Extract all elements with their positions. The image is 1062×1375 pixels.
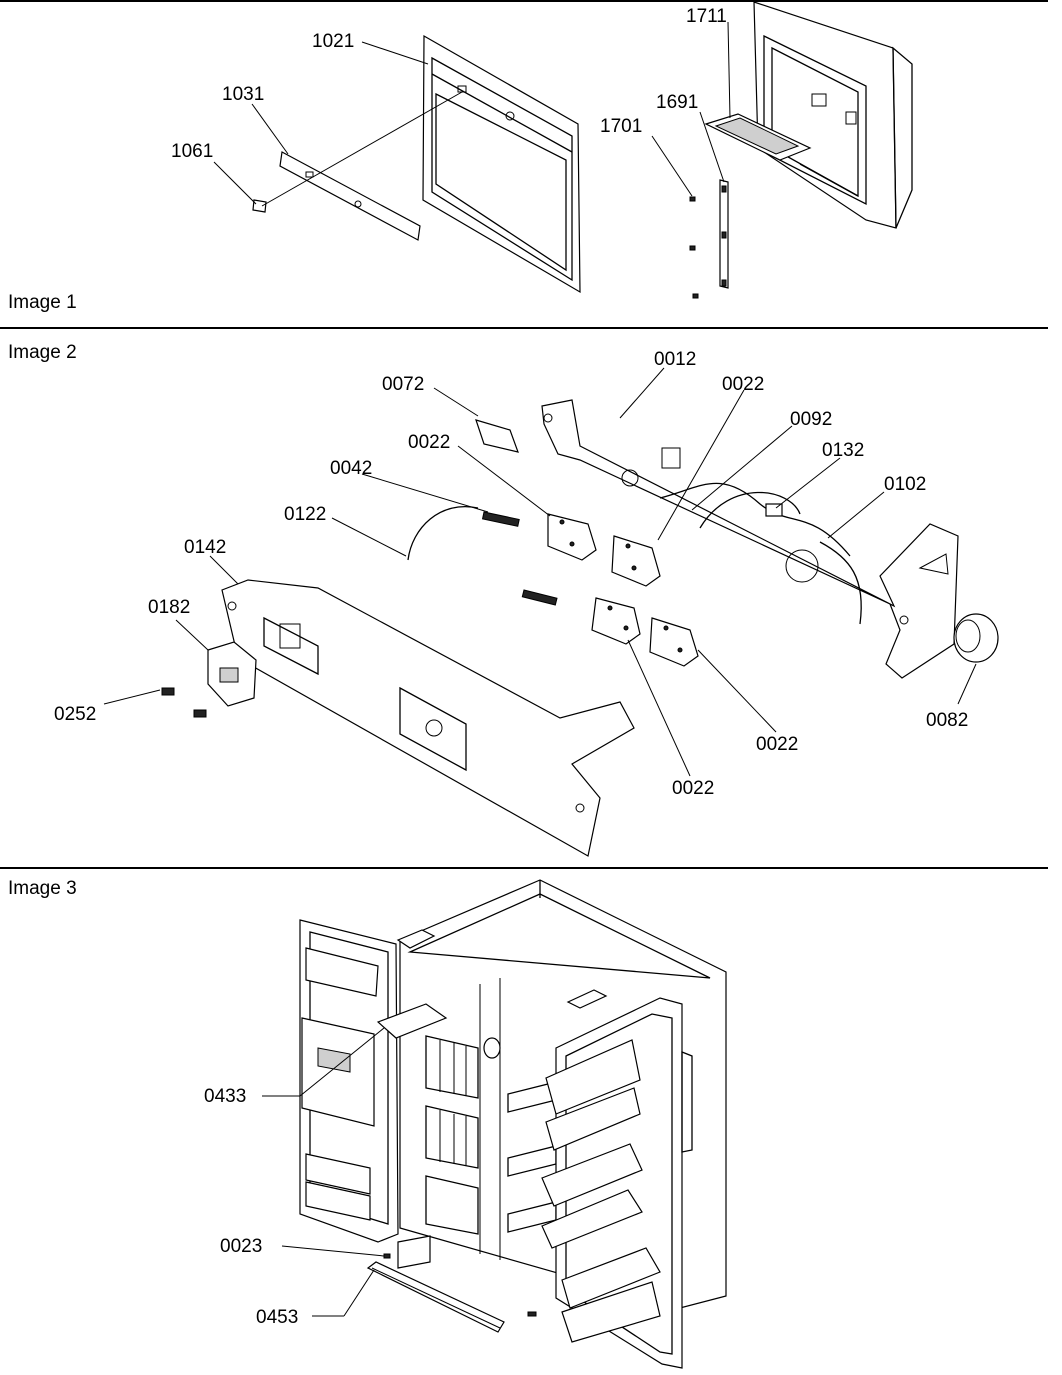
callout-0102: 0102 xyxy=(884,474,926,495)
dispenser-frame-1021 xyxy=(422,34,581,294)
wire-0122 xyxy=(407,506,479,561)
grommet-0082 xyxy=(953,613,999,663)
panel-title-image-3: Image 3 xyxy=(8,878,77,899)
switch-0182 xyxy=(207,641,257,707)
screws-0252 xyxy=(161,687,207,718)
callout-0092: 0092 xyxy=(790,409,832,430)
callout-0012: 0012 xyxy=(654,349,696,370)
callout-0122: 0122 xyxy=(284,504,326,525)
wire-harness-0092 xyxy=(659,482,851,557)
plug-0072 xyxy=(475,419,519,453)
callout-0453: 0453 xyxy=(256,1307,298,1328)
screws-1701 xyxy=(689,196,699,299)
fresh-food-door xyxy=(541,997,693,1369)
bracket-0023 xyxy=(383,1235,431,1269)
callout-0252: 0252 xyxy=(54,704,96,725)
image-3-drawing: 0433 0023 0453 xyxy=(204,879,727,1369)
callout-0142: 0142 xyxy=(184,537,226,558)
callout-1701: 1701 xyxy=(600,116,642,137)
callout-0022-b: 0022 xyxy=(408,432,450,453)
callout-1031: 1031 xyxy=(222,84,264,105)
image-2-drawing: 0072 0012 0022 0022 0092 0132 0042 0102 … xyxy=(54,349,999,857)
callout-0182: 0182 xyxy=(148,597,190,618)
image-1-drawing: 1021 1031 1061 1711 1691 1701 xyxy=(171,1,913,299)
micro-switch-lower-left xyxy=(591,597,641,645)
divider-2 xyxy=(0,867,1048,869)
top-border xyxy=(0,0,1048,2)
screw-0042 xyxy=(481,511,520,527)
callout-0072: 0072 xyxy=(382,374,424,395)
callout-1021: 1021 xyxy=(312,31,354,52)
callout-0023: 0023 xyxy=(220,1236,262,1257)
callout-0022-a: 0022 xyxy=(722,374,764,395)
micro-switch-upper-left xyxy=(547,513,597,561)
screw-lower xyxy=(521,589,558,606)
micro-switch-upper-right xyxy=(611,535,661,587)
callout-1061: 1061 xyxy=(171,141,213,162)
callout-0132: 0132 xyxy=(822,440,864,461)
micro-switch-lower-right xyxy=(649,617,699,667)
kick-plate-0453 xyxy=(366,1261,537,1333)
trim-strip-1031 xyxy=(279,151,421,241)
callout-0022-c: 0022 xyxy=(756,734,798,755)
callout-0042: 0042 xyxy=(330,458,372,479)
panel-title-image-1: Image 1 xyxy=(8,292,77,313)
drip-tray-1711 xyxy=(704,113,812,161)
panel-title-image-2: Image 2 xyxy=(8,342,77,363)
divider-1 xyxy=(0,327,1048,329)
callout-0433: 0433 xyxy=(204,1086,246,1107)
panel-image-2: 0072 0012 0022 0022 0092 0132 0042 0102 … xyxy=(0,328,1062,868)
freezer-door xyxy=(299,919,399,1243)
callout-0022-d: 0022 xyxy=(672,778,714,799)
bracket-bar-1691 xyxy=(719,179,729,289)
front-plate-0142 xyxy=(221,579,635,857)
clip-1061 xyxy=(252,199,267,213)
shelf-0433 xyxy=(376,1003,448,1039)
callout-1691: 1691 xyxy=(656,92,698,113)
panel-image-3: 0433 0023 0453 Image 3 xyxy=(0,868,1062,1375)
dispenser-housing xyxy=(753,1,913,229)
callout-0082: 0082 xyxy=(926,710,968,731)
control-bracket-0012 xyxy=(541,399,959,679)
hinge-covers xyxy=(396,929,608,1009)
wire-0102 xyxy=(819,541,862,625)
panel-image-1: 1021 1031 1061 1711 1691 1701 Image 1 xyxy=(0,0,1062,328)
callout-1711: 1711 xyxy=(686,6,727,27)
